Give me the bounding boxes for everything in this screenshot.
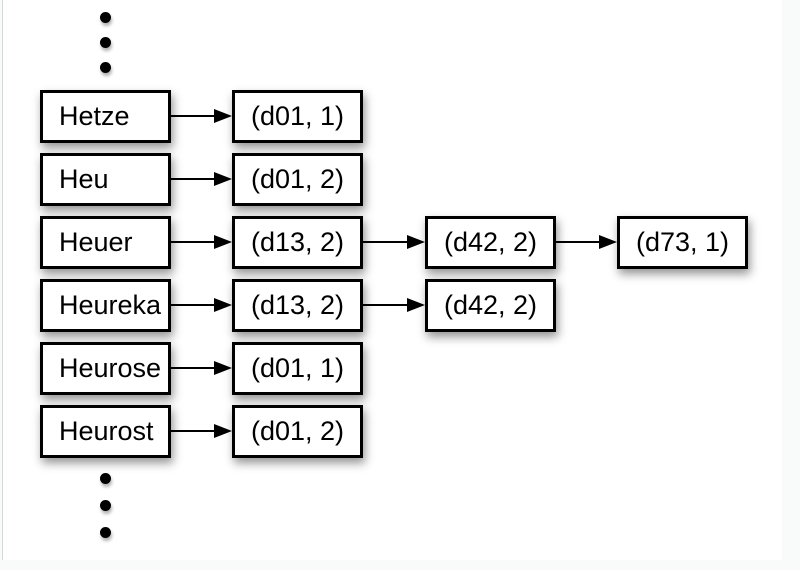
posting-node: (d01, 2) — [232, 153, 363, 206]
arrow-icon — [363, 298, 425, 312]
arrow-icon — [171, 361, 232, 375]
term-label: Heuer — [59, 227, 133, 257]
term-label: Heurose — [59, 353, 162, 383]
posting-label: (d01, 1) — [250, 101, 345, 131]
vertical-ellipsis-top-dot — [100, 37, 111, 48]
term-label: Hetze — [59, 101, 130, 131]
term-node-hetze: Hetze — [40, 90, 171, 143]
term-node-heurost: Heurost — [40, 405, 171, 458]
posting-node: (d13, 2) — [232, 279, 363, 332]
term-node-heureka: Heureka — [40, 279, 171, 332]
arrow-icon — [556, 235, 617, 249]
vertical-ellipsis-top-dot — [100, 12, 111, 23]
posting-label: (d42, 2) — [443, 227, 538, 257]
term-node-heu: Heu — [40, 153, 171, 206]
posting-label: (d01, 2) — [250, 416, 345, 446]
vertical-ellipsis-bottom-dot — [100, 527, 111, 538]
term-node-heurose: Heurose — [40, 342, 171, 395]
vertical-ellipsis-bottom-dot — [100, 473, 111, 484]
posting-node: (d01, 1) — [232, 342, 363, 395]
term-node-heuer: Heuer — [40, 216, 171, 269]
posting-node: (d42, 2) — [425, 279, 556, 332]
posting-label: (d13, 2) — [250, 227, 345, 257]
arrow-icon — [171, 172, 232, 186]
posting-label: (d01, 1) — [250, 353, 345, 383]
posting-label: (d13, 2) — [250, 290, 345, 320]
term-label: Heureka — [59, 290, 162, 320]
posting-label: (d42, 2) — [443, 290, 538, 320]
posting-node: (d01, 1) — [232, 90, 363, 143]
arrow-icon — [363, 235, 425, 249]
posting-node: (d73, 1) — [617, 216, 748, 269]
vertical-ellipsis-bottom-dot — [100, 500, 111, 511]
arrow-icon — [171, 298, 232, 312]
arrow-icon — [171, 235, 232, 249]
term-label: Heu — [59, 164, 109, 194]
arrow-icon — [171, 109, 232, 123]
posting-node: (d13, 2) — [232, 216, 363, 269]
posting-node: (d42, 2) — [425, 216, 556, 269]
vertical-ellipsis-top-dot — [100, 62, 111, 73]
arrow-icon — [171, 424, 232, 438]
posting-label: (d73, 1) — [635, 227, 730, 257]
term-label: Heurost — [59, 416, 154, 446]
posting-node: (d01, 2) — [232, 405, 363, 458]
posting-label: (d01, 2) — [250, 164, 345, 194]
